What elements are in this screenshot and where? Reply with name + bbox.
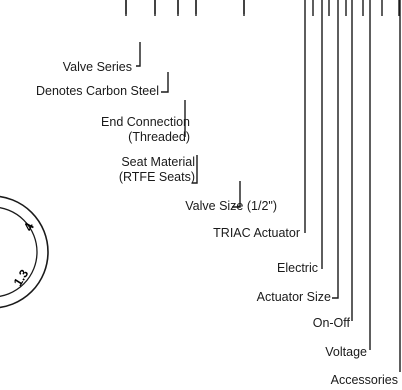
label-triac-actuator: TRIAC Actuator — [213, 226, 300, 240]
label-carbon-steel: Denotes Carbon Steel — [36, 84, 159, 98]
seal-text-right: 4 — [20, 219, 37, 233]
label-end-connection-line1: End Connection — [101, 115, 190, 129]
label-seat-material-line1: Seat Material — [121, 155, 195, 169]
label-end-connection-line2: (Threaded) — [128, 130, 190, 144]
label-valve-size: Valve Size (1/2") — [185, 199, 277, 213]
label-seat-material: Seat Material (RTFE Seats) — [119, 155, 195, 185]
label-valve-series: Valve Series — [62, 60, 132, 74]
leader-lines — [125, 0, 401, 372]
label-seat-material-line2: (RTFE Seats) — [118, 170, 195, 184]
label-on-off: On-Off — [312, 316, 350, 330]
seal-text-bottom: 1.3 — [11, 267, 32, 289]
label-voltage: Voltage — [325, 345, 367, 359]
label-actuator-size: Actuator Size — [256, 290, 331, 304]
label-end-connection: End Connection (Threaded) — [101, 115, 190, 145]
label-electric: Electric — [277, 261, 318, 275]
label-accessories: Accessories — [330, 373, 398, 387]
seal-emblem: 4 1.3 — [0, 195, 49, 309]
